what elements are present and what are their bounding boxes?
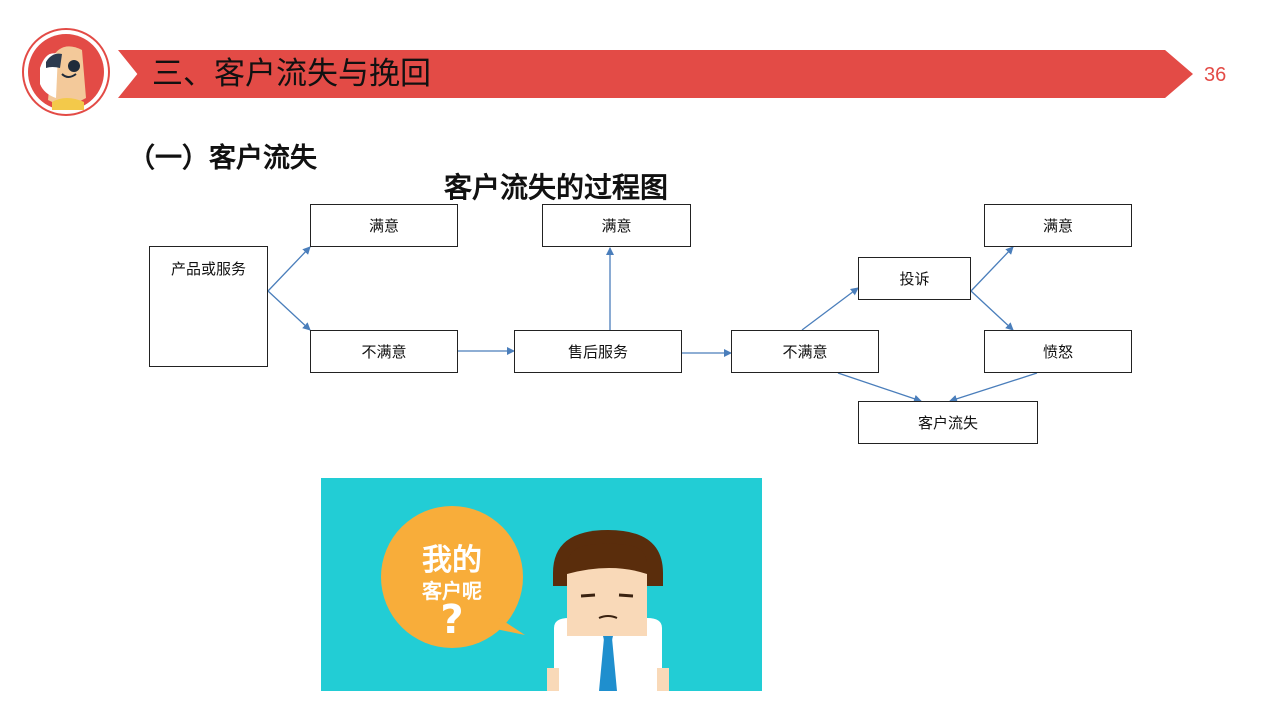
page-number: 36 bbox=[1204, 64, 1227, 86]
bubble-text-line2: 客户呢 bbox=[421, 579, 482, 603]
node-dissatisfied-1: 不满意 bbox=[310, 330, 458, 373]
node-customer-loss: 客户流失 bbox=[858, 401, 1038, 444]
node-complaint: 投诉 bbox=[858, 257, 971, 300]
title-banner bbox=[118, 50, 1193, 98]
person-figure bbox=[547, 530, 669, 691]
bubble-text-line1: 我的 bbox=[422, 543, 482, 578]
node-product-or-service: 产品或服务 bbox=[149, 246, 268, 367]
diagram-title: 客户流失的过程图 bbox=[444, 171, 669, 204]
arrow-dissatisfied-to-loss bbox=[837, 372, 922, 403]
arrow-complaint-to-angry bbox=[970, 290, 1014, 331]
node-angry: 愤怒 bbox=[984, 330, 1132, 373]
node-dissatisfied-2: 不满意 bbox=[731, 330, 879, 373]
node-satisfied-2: 满意 bbox=[542, 204, 691, 247]
node-satisfied-1: 满意 bbox=[310, 204, 458, 247]
arrow-dissatisfied-to-complaint bbox=[801, 287, 859, 331]
bubble-question-mark: ? bbox=[440, 597, 463, 643]
arrow-angry-to-loss bbox=[949, 372, 1038, 403]
page-title: 三、客户流失与挽回 bbox=[152, 56, 431, 92]
customer-service-logo-icon bbox=[22, 28, 110, 116]
node-satisfied-3: 满意 bbox=[984, 204, 1132, 247]
arrow-product-to-dissatisfied bbox=[267, 290, 311, 331]
arrow-complaint-to-satisfied bbox=[970, 246, 1014, 292]
arrow-product-to-satisfied bbox=[267, 246, 311, 292]
node-after-sales: 售后服务 bbox=[514, 330, 682, 373]
section-heading: （一）客户流失 bbox=[128, 143, 317, 174]
lost-customer-illustration: 我的 客户呢 ? bbox=[321, 478, 762, 691]
